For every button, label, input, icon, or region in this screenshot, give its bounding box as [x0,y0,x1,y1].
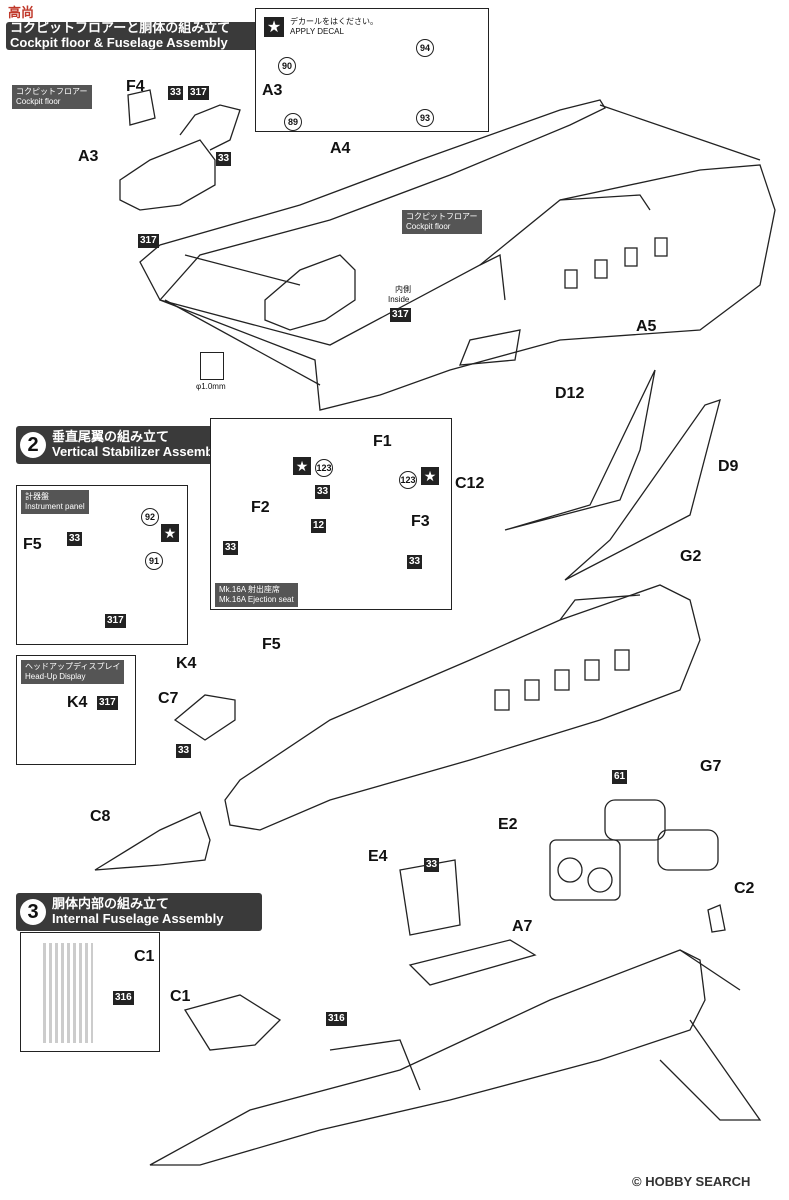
cockpit-floor-jp: コクピットフロアー [406,212,478,221]
part-label: C12 [455,475,485,492]
color-code: 316 [113,991,134,1005]
part-label: K4 [67,694,88,711]
decal-num: 90 [278,57,296,75]
part-label: F5 [262,636,281,653]
step2-title-jp: 垂直尾翼の組み立て [52,429,170,445]
decal-num: 93 [416,109,434,127]
part-label: K4 [176,655,197,672]
part-label: F2 [251,499,270,516]
color-code: 317 [105,614,126,628]
part-label: F4 [126,78,145,95]
star-icon: ★ [161,524,179,542]
color-code: 33 [67,532,83,546]
seat-tag: Mk.16A 射出座席 Mk.16A Ejection seat [215,583,298,607]
step3-title-en: Internal Fuselage Assembly [52,911,224,926]
cockpit-floor-tag-2: コクピットフロアー Cockpit floor [402,210,482,234]
part-label: A7 [512,918,533,935]
color-code: 33 [176,744,192,758]
part-label: A3 [262,82,283,99]
part-label: E2 [498,816,518,833]
color-code: 33 [168,86,184,100]
part-label: C2 [734,880,755,897]
color-code: 317 [390,308,411,322]
color-code: 33 [315,485,331,499]
part-label: A3 [78,148,99,165]
inside-en: Inside [388,295,410,304]
step2-number: 2 [20,432,46,458]
part-label: C1 [170,988,191,1005]
copyright-mark: © [632,1174,642,1189]
instrument-jp: 計器盤 [25,492,49,501]
part-label: C7 [158,690,179,707]
part-label: F5 [23,536,42,553]
step1-title-en: Cockpit floor & Fuselage Assembly [10,35,228,50]
decal-num: 89 [284,113,302,131]
decal-box: ★ デカールをはください。 APPLY DECAL 94 90 89 93 [255,8,489,132]
part-label: F3 [411,513,430,530]
decal-num: 91 [145,552,163,570]
drill-icon [200,352,224,380]
color-code: 317 [138,234,159,248]
decal-num: 123 [399,471,417,489]
color-code: 12 [311,519,327,533]
star-icon: ★ [264,17,284,37]
step2-title-en: Vertical Stabilizer Assembly [52,444,225,459]
star-icon: ★ [293,457,311,475]
step3-number: 3 [20,899,46,925]
color-code: 33 [407,555,423,569]
ejection-seat-box: F1 ★ 123 123 ★ 33 F2 F3 12 33 33 Mk.16A … [210,418,452,610]
step1-title-jp: コクピットフロアーと胴体の組み立て [10,20,231,36]
decal-num: 94 [416,39,434,57]
color-code: 317 [97,696,118,710]
color-code: 33 [223,541,239,555]
color-code: 61 [612,770,628,784]
color-code: 33 [424,858,440,872]
star-icon: ★ [421,467,439,485]
step3-title-jp: 胴体内部の組み立て [52,896,170,912]
part-label: A5 [636,318,657,335]
c1-panel-detail [43,943,93,1043]
cockpit-floor-jp: コクピットフロアー [16,87,88,96]
brand-name: HOBBY SEARCH [645,1174,751,1189]
color-code: 316 [326,1012,347,1026]
cockpit-floor-en: Cockpit floor [406,222,451,231]
cockpit-floor-en: Cockpit floor [16,97,61,106]
part-label: G2 [680,548,702,565]
part-label: A4 [330,140,351,157]
part-label: G7 [700,758,722,775]
watermark-logo: 高尚 [8,5,35,20]
part-label: C1 [134,948,155,965]
part-label: E4 [368,848,388,865]
drill-size: φ1.0mm [196,382,226,391]
footer-brand: © HOBBY SEARCH [632,1174,750,1189]
hud-tag: ヘッドアップディスプレイ Head-Up Display [21,660,125,684]
seat-jp: Mk.16A 射出座席 [219,585,280,594]
inside-jp: 内側 [395,285,411,294]
hud-en: Head-Up Display [25,672,86,681]
part-label: F1 [373,433,392,450]
hud-jp: ヘッドアップディスプレイ [25,662,121,671]
apply-decal-en: APPLY DECAL [290,27,344,36]
step3-title-banner: 3 胴体内部の組み立て Internal Fuselage Assembly [16,893,262,931]
decal-num: 123 [315,459,333,477]
c1-detail-box: 316 [20,932,160,1052]
apply-decal-jp: デカールをはください。 [290,17,378,26]
seat-en: Mk.16A Ejection seat [219,595,294,604]
hud-box: ヘッドアップディスプレイ Head-Up Display K4 317 [16,655,136,765]
instrument-en: Instrument panel [25,502,85,511]
instrument-panel-box: 計器盤 Instrument panel F5 33 92 ★ 91 317 [16,485,188,645]
decal-num: 92 [141,508,159,526]
instrument-tag: 計器盤 Instrument panel [21,490,89,514]
cockpit-floor-tag: コクピットフロアー Cockpit floor [12,85,92,109]
part-label: C8 [90,808,111,825]
color-code: 317 [188,86,209,100]
part-label: D12 [555,385,585,402]
color-code: 33 [216,152,232,166]
part-label: D9 [718,458,739,475]
